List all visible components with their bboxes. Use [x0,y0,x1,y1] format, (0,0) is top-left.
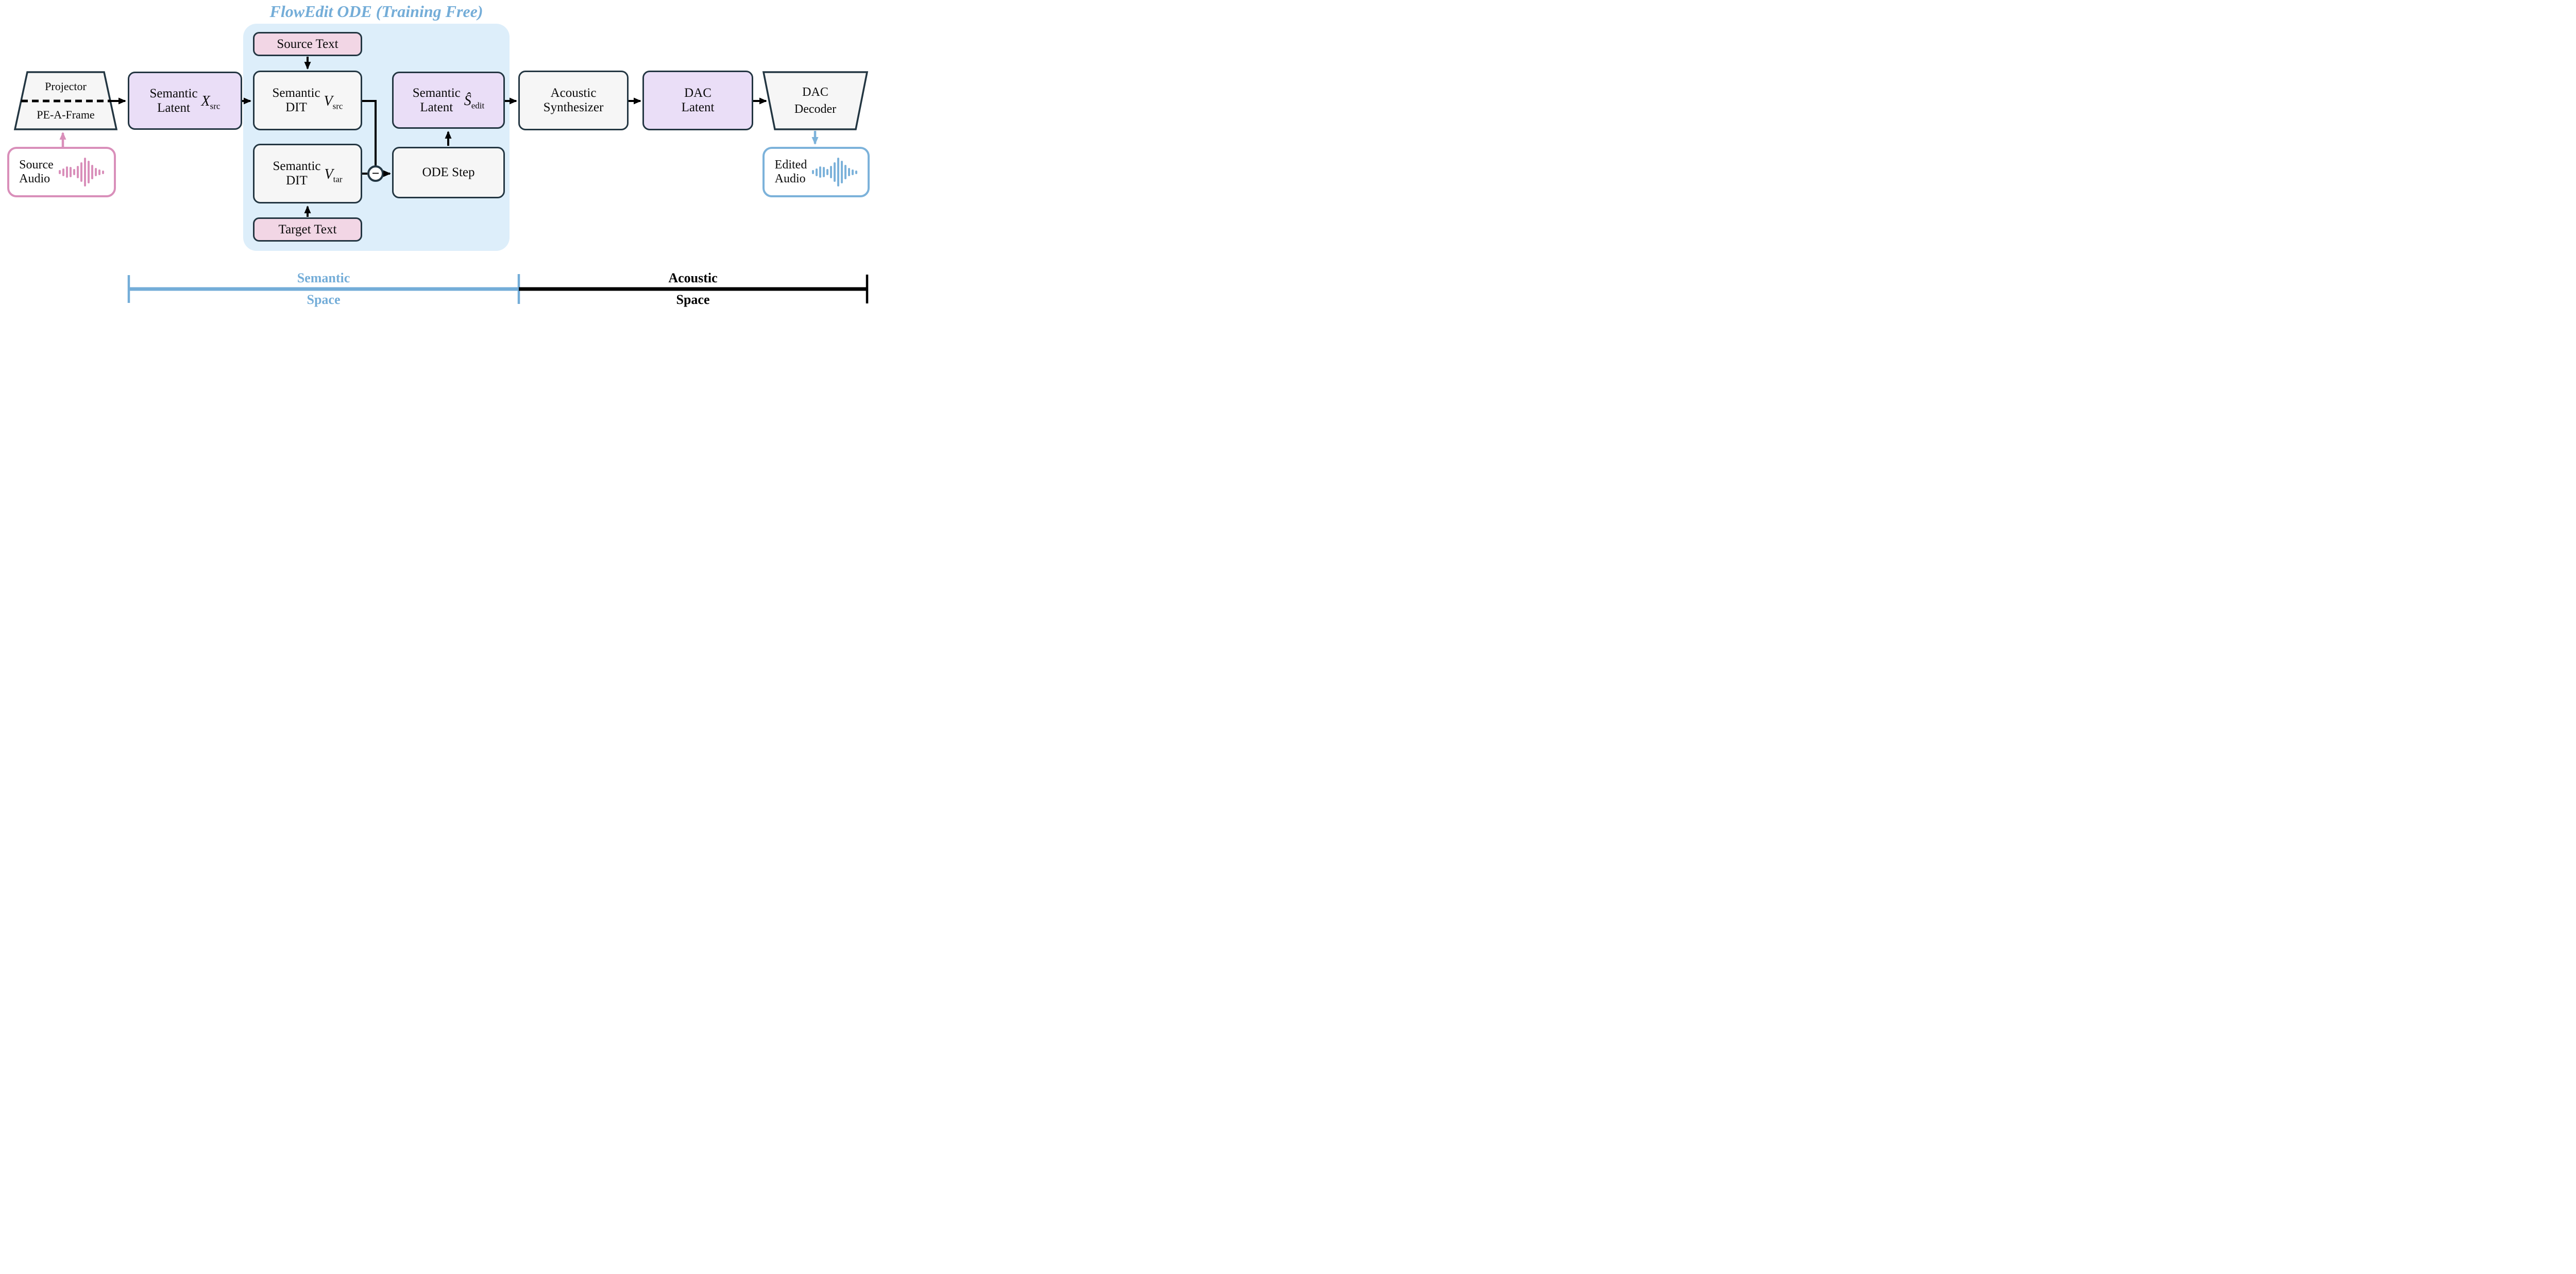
target-text-node: Target Text [253,217,362,242]
projector-top-label: Projector [45,79,87,93]
math-symbol: X [201,93,210,110]
waveform-bar [830,166,833,178]
semantic-latent-edit-node: Semantic Latent Ŝedit [392,72,505,129]
waveform-bar [819,166,822,178]
dac-latent-node: DAC Latent [642,71,753,130]
waveform-bar [69,167,72,177]
waveform-bar [62,168,64,176]
waveform-bar [816,168,818,176]
connector-dit-src-to-subtract [362,100,377,165]
math-symbol: V [324,93,333,109]
semantic-latent-edit-line1: Semantic [412,86,461,100]
source-audio-node: Source Audio [7,147,116,197]
waveform-bar [65,166,68,178]
edited-audio-label-line2: Audio [774,172,806,185]
projector-bottom-label: PE-A-Frame [37,108,95,122]
dac-decoder-line2: Decoder [794,102,837,116]
dac-latent-line2: Latent [681,100,715,114]
waveform-bar [80,162,82,182]
semantic-space-label-line1: Semantic [297,270,350,285]
waveform-bar [834,162,836,182]
waveform-bar [855,170,858,174]
acoustic-synthesizer-line2: Synthesizer [543,100,604,114]
source-audio-label-line1: Source [19,158,54,172]
diagram-title: FlowEdit ODE (Training Free) [269,2,483,21]
target-text-label: Target Text [278,222,337,236]
semantic-dit-tar-math: Vtar [324,166,342,184]
waveform-bar [94,168,97,176]
waveform-bar [101,170,104,174]
waveform-bar [837,158,840,186]
waveform-bar [58,170,61,174]
acoustic-space-label-line1: Acoustic [668,270,718,285]
math-symbol: Ŝ [464,93,471,109]
dac-decoder-trapezoid [762,71,869,130]
waveform-bar [841,161,843,183]
math-subscript: edit [471,100,485,111]
semantic-latent-src-node: Semantic Latent Xsrc [128,72,242,130]
ode-step-node: ODE Step [392,147,505,198]
semantic-dit-src-node: Semantic DIT Vsrc [253,71,362,130]
dac-decoder-node: DAC Decoder [764,72,867,129]
acoustic-space-label-line2: Space [676,292,710,307]
waveform-bar [823,167,825,177]
waveform-bar [76,166,79,178]
semantic-dit-tar-line1: Semantic [273,159,321,173]
subtract-junction-circle [367,165,384,182]
semantic-latent-src-math: Xsrc [201,93,221,111]
semantic-latent-edit-math: Ŝedit [464,93,485,111]
math-subscript: tar [333,174,343,184]
waveform-bar [87,161,90,183]
waveform-bar [848,168,851,176]
ode-step-label: ODE Step [422,165,475,179]
semantic-dit-src-line2: DIT [285,100,307,114]
semantic-space-label-line2: Space [307,292,341,307]
waveform-bar [73,169,75,175]
source-text-label: Source Text [277,37,338,51]
waveform-bar [844,165,847,179]
waveform-bar [852,169,854,175]
waveform-bar [91,165,93,179]
semantic-latent-src-line2: Latent [157,100,190,115]
math-symbol: V [324,166,333,182]
waveform-bar [98,169,100,175]
acoustic-synthesizer-node: Acoustic Synthesizer [518,71,629,130]
semantic-latent-edit-line2: Latent [420,100,453,114]
waveform-bar [826,169,829,175]
semantic-latent-src-line1: Semantic [149,86,198,100]
acoustic-synthesizer-line1: Acoustic [550,86,597,100]
math-subscript: src [332,101,343,111]
edited-waveform-icon [812,149,858,195]
waveform-bar [83,158,86,186]
source-audio-label-line2: Audio [19,172,50,185]
edited-audio-label-line1: Edited [774,158,807,172]
edited-audio-node: Edited Audio [762,147,870,197]
source-text-node: Source Text [253,32,362,56]
dac-decoder-line1: DAC [802,86,828,99]
semantic-dit-src-line1: Semantic [272,86,320,100]
flowedit-diagram: FlowEdit ODE (Training Free) Projector P… [0,0,874,318]
source-waveform-icon [58,149,104,195]
projector-node: Projector PE-A-Frame [15,72,116,129]
connector-layer [13,57,869,304]
semantic-dit-tar-line2: DIT [286,174,308,188]
dac-latent-line1: DAC [684,86,711,100]
minus-icon: − [371,166,380,181]
semantic-dit-src-math: Vsrc [324,93,343,111]
math-subscript: src [210,101,221,111]
semantic-dit-tar-node: Semantic DIT Vtar [253,144,362,203]
waveform-bar [812,170,815,174]
